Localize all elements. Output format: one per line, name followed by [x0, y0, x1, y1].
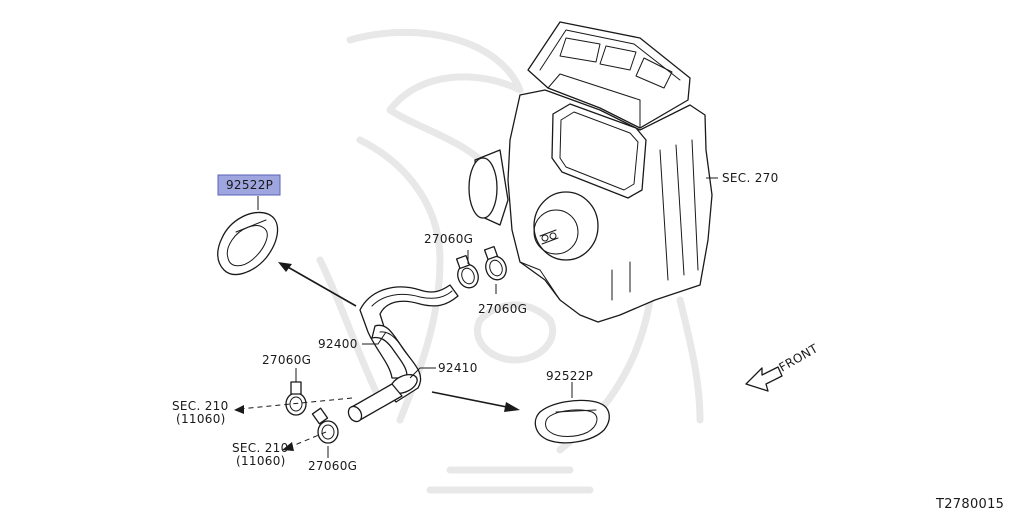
clamp-mid — [285, 381, 307, 416]
clamp-top-right — [483, 245, 507, 281]
sec210-upper-line2[interactable]: (11060) — [176, 412, 226, 426]
part-label-92522p[interactable]: 92522P — [546, 369, 593, 383]
grommet-lower-right — [534, 399, 610, 444]
clamp-label-bottom[interactable]: 27060G — [308, 459, 357, 473]
sec210-lower-line1[interactable]: SEC. 210 — [232, 441, 289, 455]
sec210-lower-line2[interactable]: (11060) — [236, 454, 286, 468]
front-label: FRONT — [777, 341, 821, 375]
sec210-upper-line1[interactable]: SEC. 210 — [172, 399, 229, 413]
clamp-top-left — [455, 254, 479, 289]
grommet-upper-left — [217, 211, 279, 275]
clamp-label-top-right[interactable]: 27060G — [478, 302, 527, 316]
front-arrow — [745, 366, 783, 392]
clamp-label-mid[interactable]: 27060G — [262, 353, 311, 367]
figure-code: T2780015 — [935, 497, 1004, 510]
part-label-92522p-highlighted[interactable]: 92522P — [226, 178, 273, 192]
part-label-sec270[interactable]: SEC. 270 — [722, 171, 779, 185]
heater-hoses — [347, 284, 459, 423]
part-label-92400[interactable]: 92400 — [318, 337, 358, 351]
clamp-bottom — [311, 407, 339, 444]
leaders — [234, 177, 718, 458]
clamp-label-top-left[interactable]: 27060G — [424, 232, 473, 246]
heater-unit — [468, 21, 713, 323]
part-label-92410[interactable]: 92410 — [438, 361, 478, 375]
highlight-box — [217, 174, 281, 196]
